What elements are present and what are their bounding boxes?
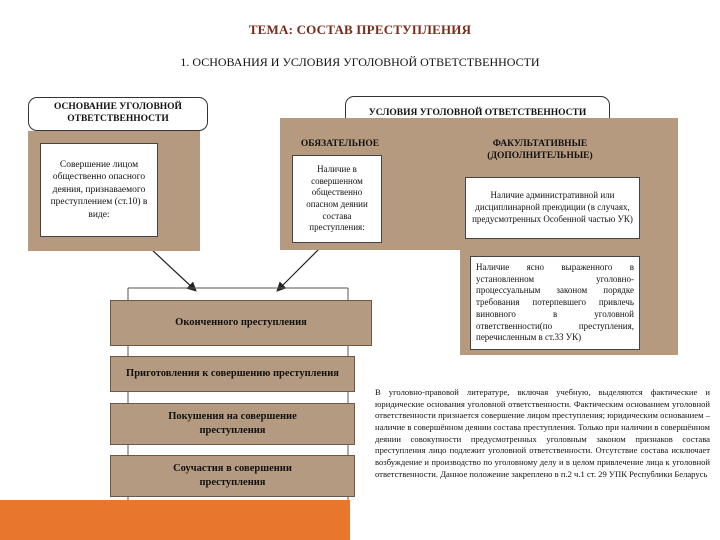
mandatory-box: Наличие в совершенном общественно опасно… (292, 155, 382, 243)
basis-box-text: Совершение лицом общественно опасного де… (50, 160, 148, 220)
stage-completed: Оконченного преступления (110, 300, 372, 346)
conditions-header-label: УСЛОВИЯ УГОЛОВНОЙ ОТВЕТСТВЕННОСТИ (368, 108, 587, 119)
optional-box-complaint: Наличие ясно выраженного в установленном… (470, 256, 640, 350)
note-paragraph: В уголовно-правовой литературе, включая … (375, 387, 710, 479)
arrow-mandatory-to-stages (276, 247, 321, 292)
optional-box-prejudice-text: Наличие административной или дисциплинар… (472, 190, 633, 224)
optional-box-prejudice: Наличие административной или дисциплинар… (465, 177, 640, 239)
mandatory-header: ОБЯЗАТЕЛЬНОЕ (300, 139, 380, 149)
optional-box-complaint-text: Наличие ясно выраженного в установленном… (476, 262, 634, 343)
mandatory-box-text: Наличие в совершенном общественно опасно… (306, 163, 368, 233)
stage-attempt: Покушения на совершение преступления (110, 403, 355, 445)
accent-bar (0, 500, 350, 540)
arrow-left-to-stages (149, 247, 197, 292)
basis-header: ОСНОВАНИЕ УГОЛОВНОЙ ОТВЕТСТВЕННОСТИ (28, 97, 208, 131)
stage-attempt-label: Покушения на совершение преступления (168, 411, 297, 436)
stage-preparation: Приготовления к совершению преступления (110, 356, 355, 392)
optional-header: ФАКУЛЬТАТИВНЫЕ (ДОПОЛНИТЕЛЬНЫЕ) (487, 139, 593, 161)
basis-header-label: ОСНОВАНИЕ УГОЛОВНОЙ ОТВЕТСТВЕННОСТИ (54, 102, 182, 124)
stage-preparation-label: Приготовления к совершению преступления (126, 368, 339, 380)
basis-box: Совершение лицом общественно опасного де… (40, 143, 158, 237)
stage-complicity: Соучастия в совершении преступления (110, 455, 355, 497)
stage-completed-label: Оконченного преступления (175, 317, 307, 329)
page-subtitle: 1. ОСНОВАНИЯ И УСЛОВИЯ УГОЛОВНОЙ ОТВЕТСТ… (180, 55, 540, 69)
page-title: ТЕМА: СОСТАВ ПРЕСТУПЛЕНИЯ (248, 22, 472, 37)
stage-complicity-label: Соучастия в совершении преступления (173, 463, 292, 488)
